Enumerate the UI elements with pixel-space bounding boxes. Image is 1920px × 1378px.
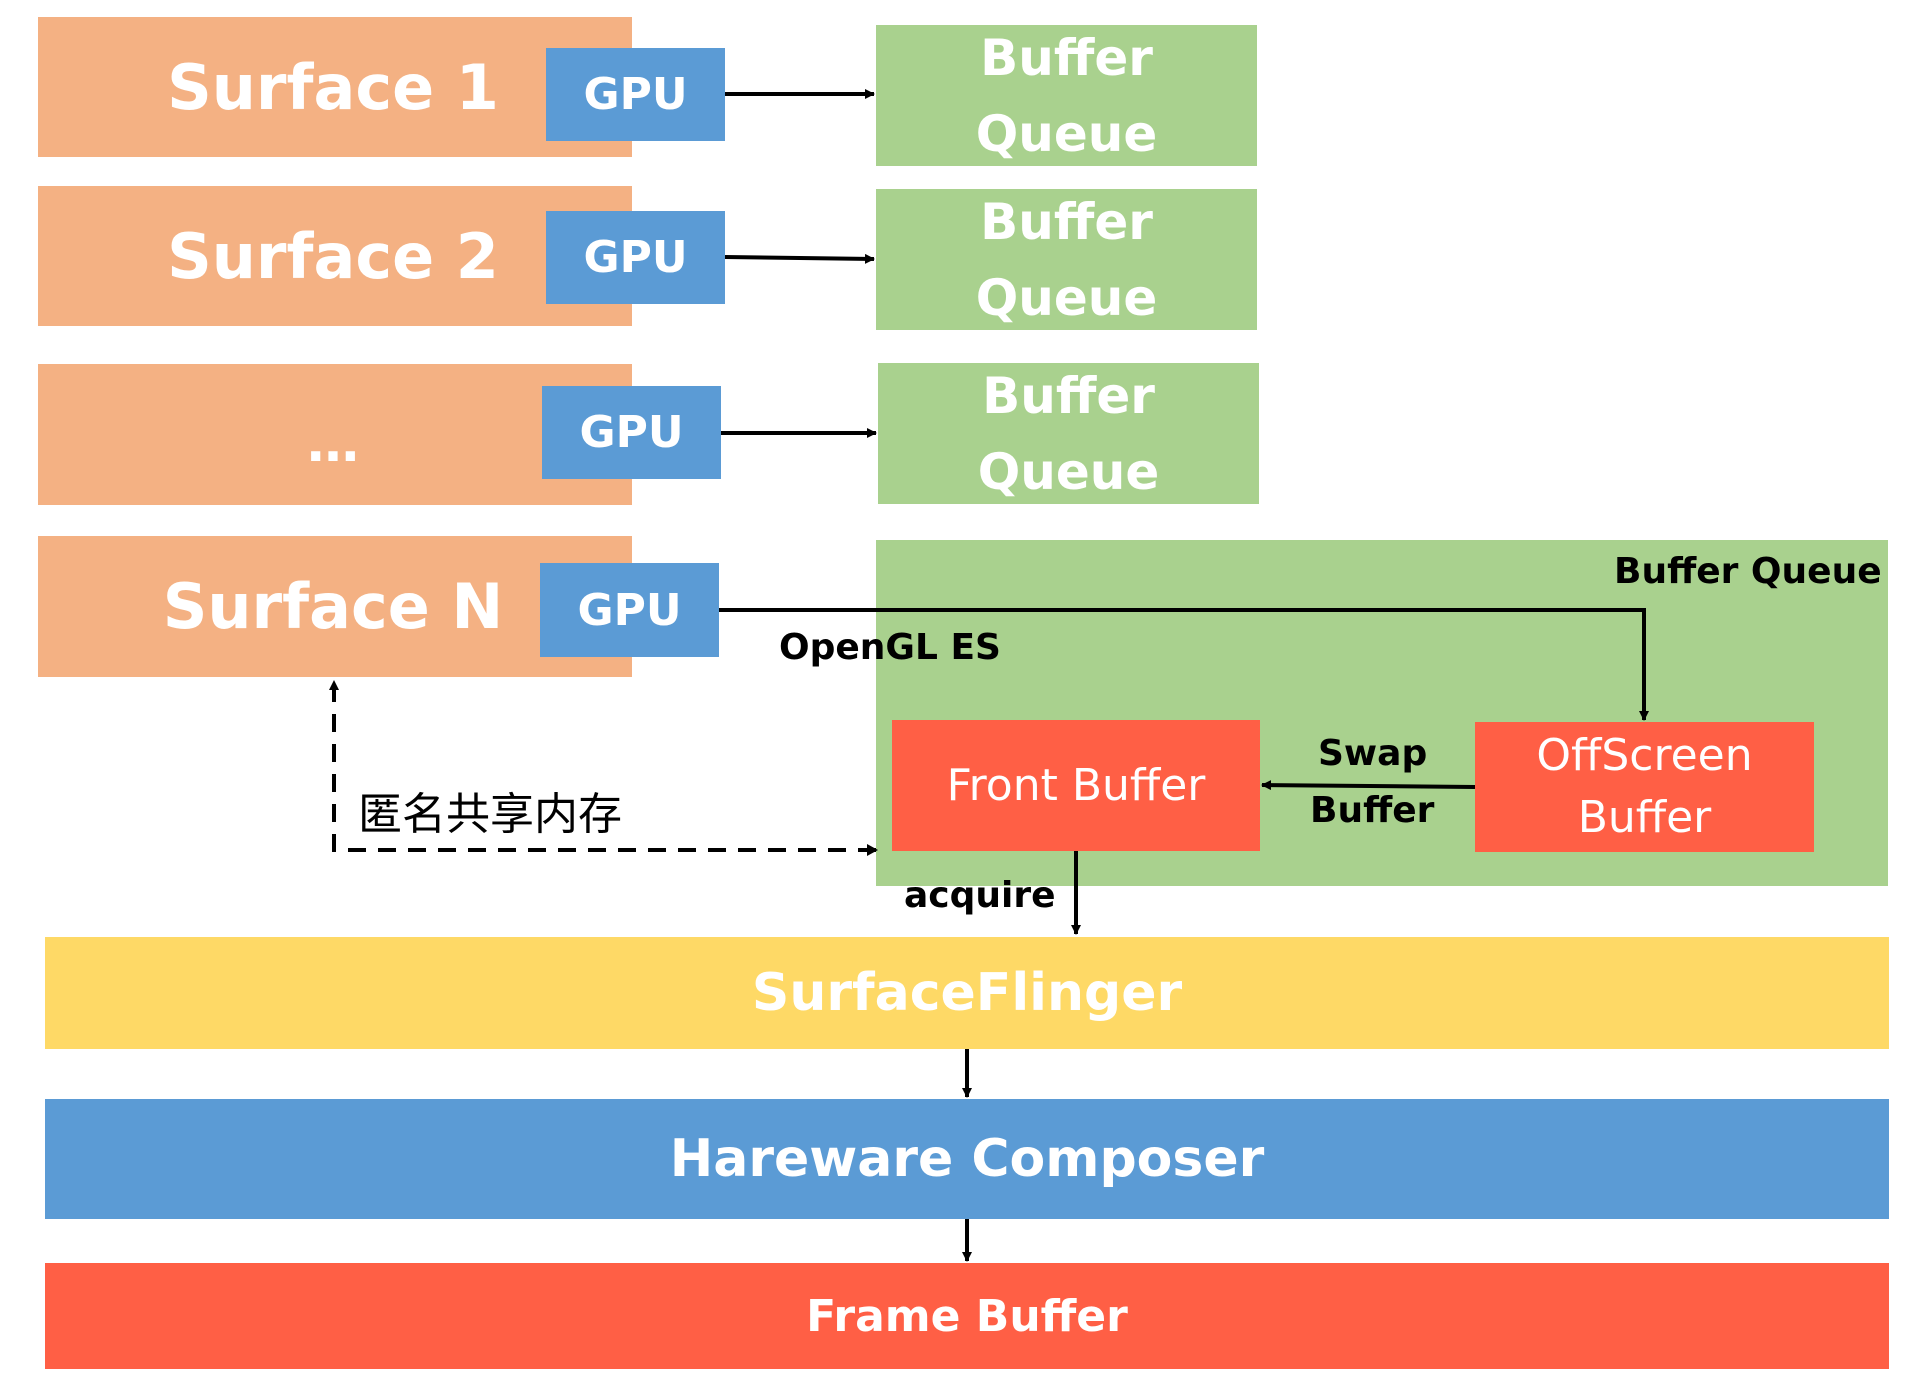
acquire-label: acquire [904,875,1056,916]
surface-2-buffer-queue-line2: Queue [975,268,1158,327]
surface-2-buffer-queue-line1: Buffer [980,192,1153,251]
hardware-composer-label: Hareware Composer [669,1129,1265,1189]
surface-1-box: Surface 1 [38,17,632,157]
surfaceflinger-label: SurfaceFlinger [751,963,1183,1023]
surface-1-buffer-queue: Buffer Queue [876,25,1257,166]
surface-1-label: Surface 1 [167,50,499,124]
surface-ellipsis-box: … [38,364,632,505]
surface-ellipsis-gpu: GPU [542,386,721,479]
frame-buffer-label: Frame Buffer [806,1290,1128,1342]
shared-memory-dashed-arrow [329,680,876,852]
frame-buffer-bar: Frame Buffer [45,1263,1889,1369]
surface-2-box: Surface 2 [38,186,632,326]
surface-1-gpu: GPU [546,48,725,141]
swap-buffer-label-line2: Buffer [1310,790,1435,831]
surface-n-label: Surface N [162,570,504,643]
surface-1-buffer-queue-line2: Queue [975,104,1158,163]
surface-1-buffer-queue-line1: Buffer [980,28,1153,87]
surface-ellipsis-label: … [307,413,359,474]
main-buffer-queue-title: Buffer Queue [1614,551,1882,592]
surface-ellipsis-buffer-queue: Buffer Queue [878,363,1259,504]
shared-memory-arrowhead-right [867,844,878,856]
surfaceflinger-bar: SurfaceFlinger [45,937,1889,1049]
surface-2-gpu: GPU [546,211,725,304]
front-buffer: Front Buffer [892,720,1260,851]
surface-2-label: Surface 2 [167,219,499,293]
gpu-n-to-offscreen-arrow [719,608,1649,721]
gpu-2-to-queue-arrow [724,253,875,264]
offscreen-buffer: OffScreen Buffer [1475,722,1814,852]
swap-buffer-label-line1: Swap [1318,733,1428,774]
opengl-es-label: OpenGL ES [779,627,1001,668]
surface-ellipsis-buffer-queue-line1: Buffer [982,366,1155,425]
surface-2-buffer-queue: Buffer Queue [876,189,1257,330]
surface-n-box: Surface N [38,536,632,677]
front-buffer-label: Front Buffer [946,760,1206,811]
offscreen-buffer-line1: OffScreen [1536,730,1753,781]
hardware-composer-bar: Hareware Composer [45,1099,1889,1219]
swap-buffer-arrow [1261,780,1476,791]
shared-memory-label: 匿名共享内存 [358,789,622,840]
surface-n-gpu: GPU [540,563,719,657]
surface-ellipsis-buffer-queue-line2: Queue [977,442,1160,501]
offscreen-buffer-line2: Buffer [1577,792,1712,843]
